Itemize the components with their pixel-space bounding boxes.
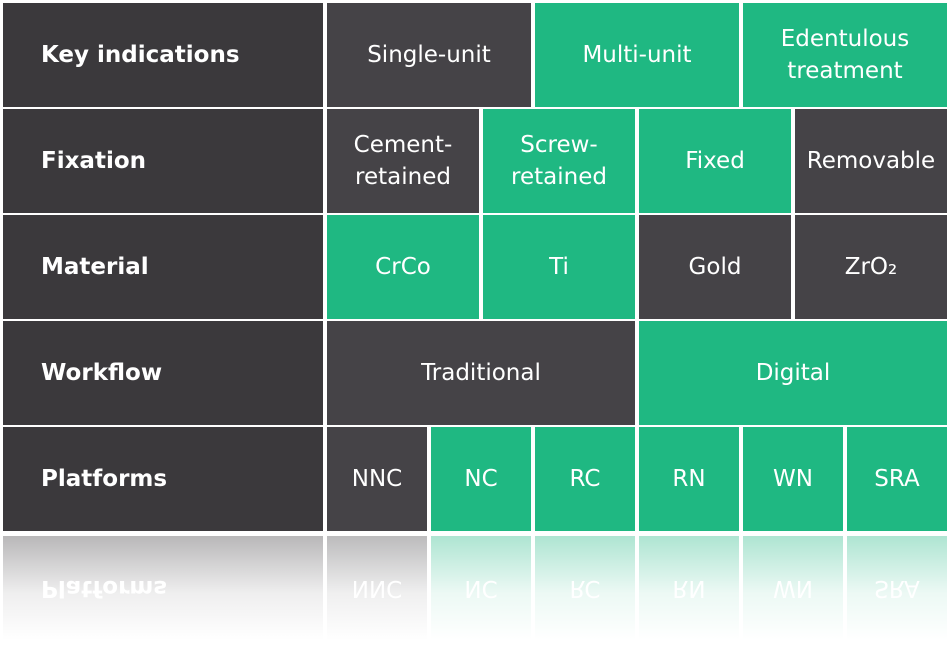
option-rc: RC	[535, 427, 635, 531]
option-ti: Ti	[483, 215, 635, 319]
platforms-reflection: Platforms NNC NC RC RN WN SRA	[0, 536, 950, 640]
option-fixed: Fixed	[639, 109, 791, 213]
row-workflow: Workflow Traditional Digital	[0, 321, 950, 429]
row-label: Material	[3, 215, 323, 319]
option-traditional: Traditional	[327, 321, 635, 425]
option-edentulous-treatment: Edentulous treatment	[743, 3, 947, 107]
row-label: Platforms	[3, 427, 323, 531]
option-screw-retained: Screw- retained	[483, 109, 635, 213]
option-gold: Gold	[639, 215, 791, 319]
row-label: Fixation	[3, 109, 323, 213]
option-cement-retained: Cement- retained	[327, 109, 479, 213]
option-wn: WN	[743, 427, 843, 531]
option-nnc: NNC	[327, 427, 427, 531]
option-zro2: ZrO₂	[795, 215, 947, 319]
row-fixation: Fixation Cement- retained Screw- retaine…	[0, 109, 950, 217]
option-multi-unit: Multi-unit	[535, 3, 739, 107]
option-removable: Removable	[795, 109, 947, 213]
option-crco: CrCo	[327, 215, 479, 319]
option-sra: SRA	[847, 427, 947, 531]
row-material: Material CrCo Ti Gold ZrO₂	[0, 215, 950, 323]
option-single-unit: Single-unit	[327, 3, 531, 107]
option-nc: NC	[431, 427, 531, 531]
row-label: Workflow	[3, 321, 323, 425]
row-label: Key indications	[3, 3, 323, 107]
option-rn: RN	[639, 427, 739, 531]
row-key-indications: Key indications Single-unit Multi-unit E…	[0, 3, 950, 111]
reflection-fade	[0, 536, 950, 640]
row-platforms: Platforms NNC NC RC RN WN SRA	[0, 427, 950, 535]
option-digital: Digital	[639, 321, 947, 425]
